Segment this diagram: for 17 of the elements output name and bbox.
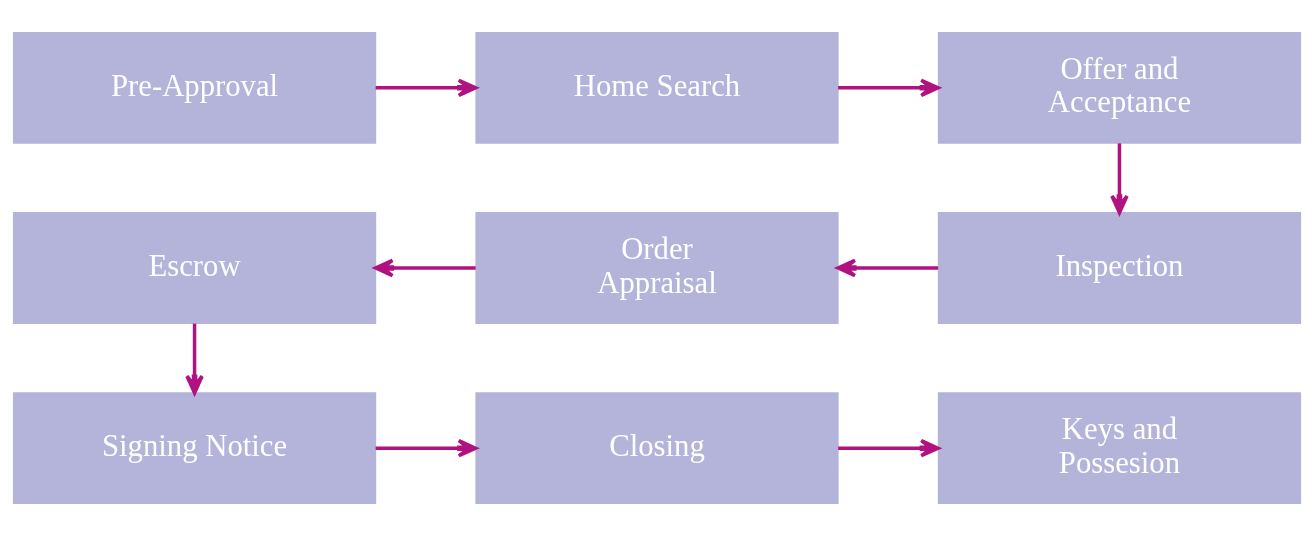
arrow (373, 258, 476, 277)
node-box: Signing Notice (12, 391, 377, 504)
arrow (1110, 142, 1129, 214)
node-box: Escrow (12, 211, 377, 324)
node-box: Order Appraisal (475, 211, 839, 324)
node-box: Inspection (937, 211, 1302, 324)
node-box: Keys and Possesion (937, 391, 1302, 504)
arrow (838, 438, 940, 457)
node-box: Home Search (475, 31, 839, 144)
node-box: Closing (475, 391, 839, 504)
arrow (836, 258, 939, 277)
arrow (838, 78, 940, 97)
arrow (375, 438, 478, 457)
arrow (185, 323, 204, 395)
node-box: Offer and Acceptance (937, 31, 1302, 144)
arrow (375, 78, 478, 97)
node-box: Pre-Approval (12, 31, 377, 144)
